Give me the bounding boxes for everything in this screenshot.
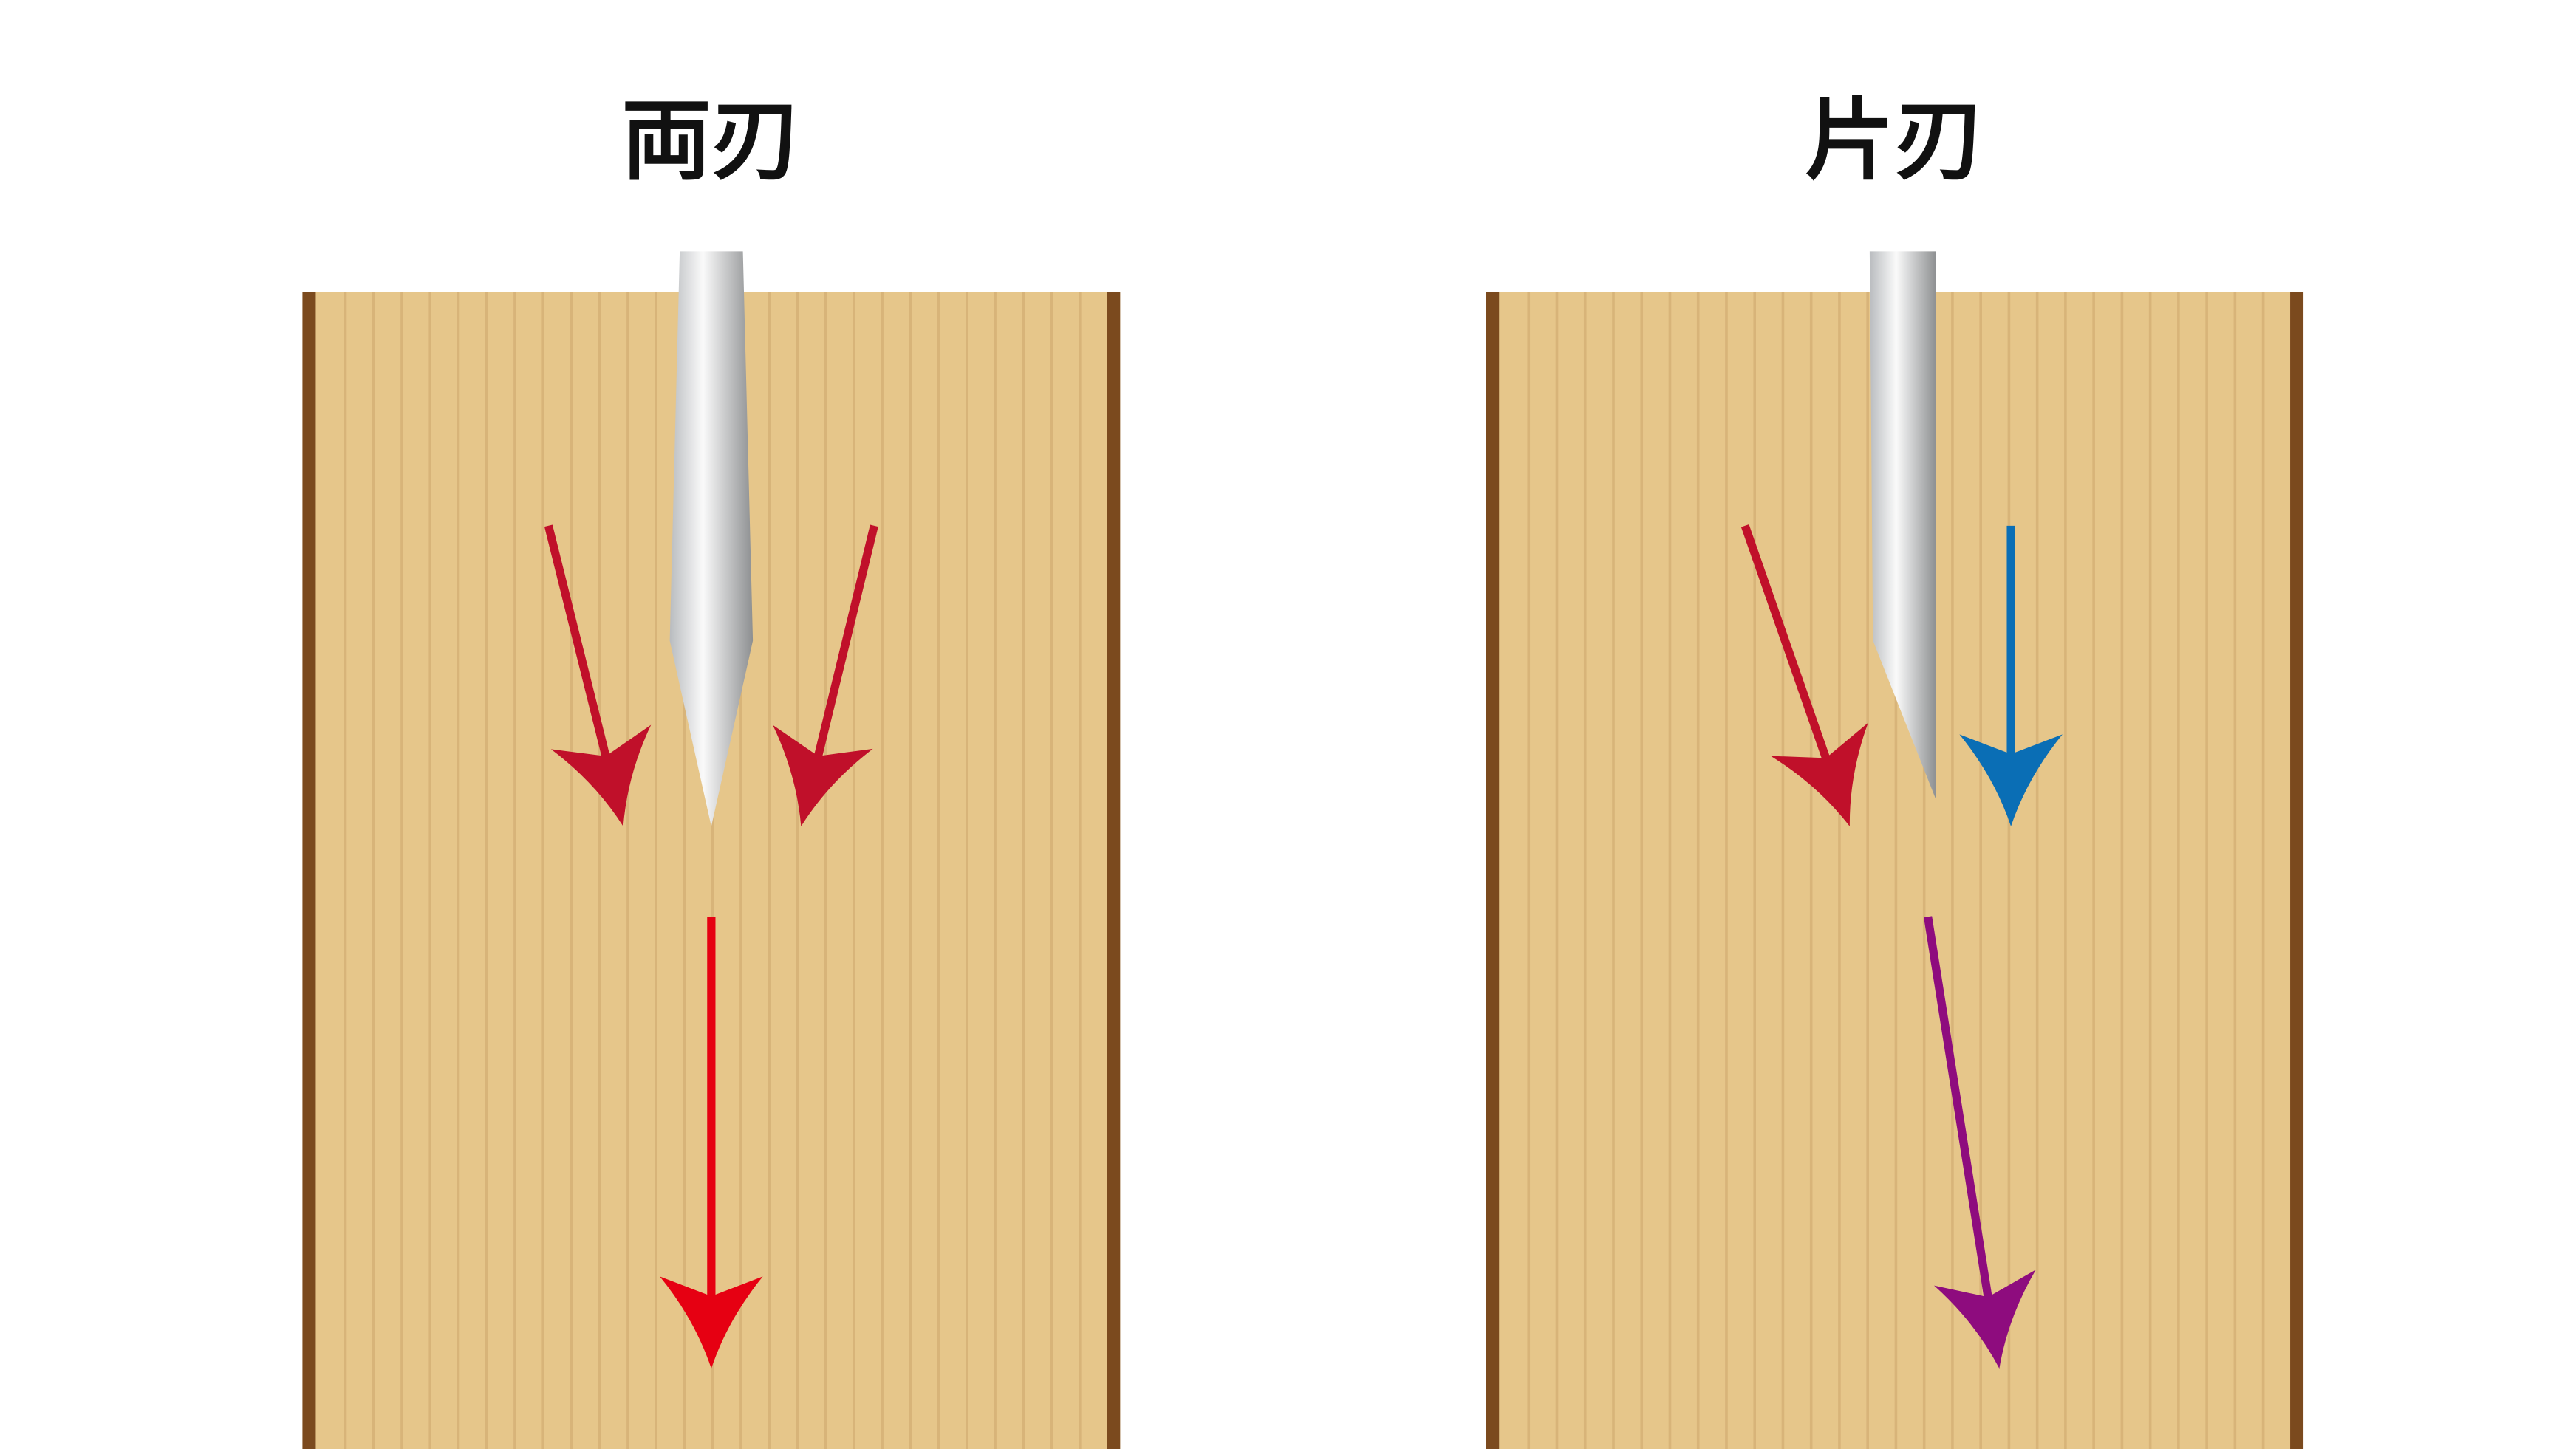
board-edge-left bbox=[302, 292, 316, 1449]
wood-grain-line bbox=[2092, 292, 2095, 1449]
wood-grain-line bbox=[1894, 292, 1898, 1449]
wood-grain-line bbox=[1781, 292, 1785, 1449]
wood-grain-line bbox=[372, 292, 375, 1449]
wood-grain-line bbox=[1951, 292, 1954, 1449]
wood-grain-line bbox=[683, 292, 686, 1449]
arrow-head bbox=[1933, 1270, 2036, 1368]
wood-grain-line bbox=[570, 292, 573, 1449]
wood-grain-line bbox=[485, 292, 488, 1449]
wood-grain-line bbox=[1079, 292, 1082, 1449]
wood-grain-line bbox=[994, 292, 997, 1449]
wood-grain-line bbox=[909, 292, 912, 1449]
board-edge-left bbox=[1486, 292, 1500, 1449]
wood-grain-line bbox=[2177, 292, 2180, 1449]
force-arrow-flat bbox=[1959, 525, 2063, 826]
arrow-head bbox=[1959, 734, 2063, 826]
wood-grain-line bbox=[1979, 292, 1982, 1449]
wood-grain-line bbox=[428, 292, 432, 1449]
arrow-head bbox=[772, 724, 873, 826]
resultant-arrow-deflected bbox=[1924, 916, 2036, 1368]
wood-grain-line bbox=[541, 292, 544, 1449]
wood-grain-line bbox=[2064, 292, 2067, 1449]
wood-grain-line bbox=[1866, 292, 1869, 1449]
wood-grain-line bbox=[2205, 292, 2208, 1449]
double-bevel-title: 両刃 bbox=[621, 89, 801, 192]
wood-grain-line bbox=[1809, 292, 1813, 1449]
wood-grain-line bbox=[796, 292, 799, 1449]
wood-grain-line bbox=[1527, 292, 1531, 1449]
wood-grain-line bbox=[2261, 292, 2265, 1449]
board-edge-right bbox=[2290, 292, 2304, 1449]
wood-grain-line bbox=[739, 292, 742, 1449]
wood-grain-line bbox=[598, 292, 601, 1449]
arrow-head bbox=[660, 1276, 763, 1368]
wood-grain-line bbox=[2007, 292, 2011, 1449]
wood-grain-line bbox=[344, 292, 347, 1449]
wood-grain-line bbox=[1022, 292, 1025, 1449]
double-bevel-blade bbox=[669, 251, 754, 826]
wood-grain-line bbox=[1725, 292, 1728, 1449]
wood-grain-line bbox=[1612, 292, 1615, 1449]
wood-grain-line bbox=[400, 292, 403, 1449]
wood-grain-line bbox=[711, 292, 714, 1449]
arrow-head bbox=[550, 724, 652, 826]
wood-grain-line bbox=[853, 292, 855, 1449]
wood-grain-line bbox=[626, 292, 629, 1449]
arrow-shaft bbox=[544, 524, 612, 764]
wood-grain-line bbox=[1640, 292, 1644, 1449]
wood-grain-line bbox=[1050, 292, 1053, 1449]
wood-grain-line bbox=[2120, 292, 2124, 1449]
wood-grain-line bbox=[1838, 292, 1841, 1449]
wood-grain-line bbox=[513, 292, 516, 1449]
wood-grain-line bbox=[1922, 292, 1926, 1449]
single-bevel-title: 片刃 bbox=[1805, 89, 1984, 192]
wood-grain-line bbox=[2148, 292, 2152, 1449]
wood-grain-line bbox=[2035, 292, 2039, 1449]
wood-grain-line bbox=[1668, 292, 1672, 1449]
wood-grain-line bbox=[1555, 292, 1559, 1449]
resultant-arrow-straight bbox=[660, 917, 763, 1368]
wood-grain-line bbox=[1696, 292, 1700, 1449]
board-edge-right bbox=[1107, 292, 1121, 1449]
force-arrow-right bbox=[772, 524, 878, 826]
wood-grain-line bbox=[881, 292, 884, 1449]
wood-grain-line bbox=[1753, 292, 1757, 1449]
wood-grain-line bbox=[2233, 292, 2237, 1449]
wood-grain-line bbox=[457, 292, 460, 1449]
wood-grain-line bbox=[824, 292, 827, 1449]
wood-grain-line bbox=[937, 292, 940, 1449]
force-arrow-bevel bbox=[1740, 524, 1868, 826]
wood-grain-line bbox=[768, 292, 771, 1449]
wood-grain-line bbox=[1583, 292, 1587, 1449]
arrow-shaft bbox=[812, 524, 878, 764]
arrow-shaft bbox=[1740, 524, 1832, 766]
arrow-shaft bbox=[1924, 916, 1994, 1304]
wood-grain-line bbox=[966, 292, 968, 1449]
wood-grain-line bbox=[655, 292, 657, 1449]
force-arrow-left bbox=[544, 524, 652, 826]
arrow-head bbox=[1770, 722, 1868, 826]
single-bevel-blade bbox=[1869, 251, 1936, 801]
